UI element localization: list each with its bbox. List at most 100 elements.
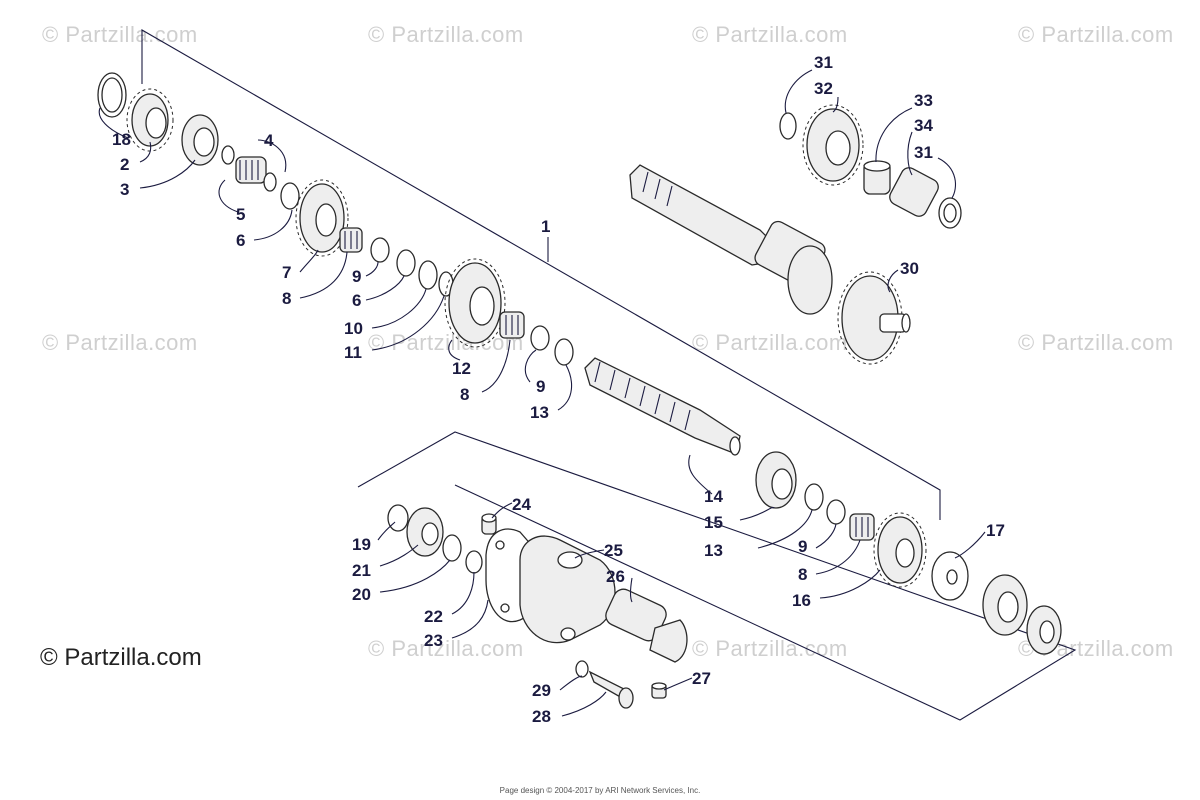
callout-13: 13 xyxy=(704,541,723,560)
callout-34: 34 xyxy=(914,116,933,135)
gear-7 xyxy=(295,179,349,257)
callout-32: 32 xyxy=(814,79,833,98)
callout-8: 8 xyxy=(282,289,291,308)
needle-bearing-8b xyxy=(499,311,525,339)
splined-washer-6 xyxy=(280,182,300,210)
callout-7: 7 xyxy=(282,263,291,282)
bolt-28 xyxy=(588,670,634,709)
callout-28: 28 xyxy=(532,707,551,726)
washer-4b xyxy=(263,172,277,192)
watermark: © Partzilla.com xyxy=(368,636,524,661)
housing-25 xyxy=(519,535,616,644)
splined-washer-6b xyxy=(396,249,416,277)
callout-19: 19 xyxy=(352,535,371,554)
gear-16 xyxy=(873,512,927,588)
needle-bearing-8a xyxy=(339,227,363,253)
ball-bearing xyxy=(982,574,1028,636)
callout-1: 1 xyxy=(541,217,550,236)
callout-10: 10 xyxy=(344,319,363,338)
callout-26: 26 xyxy=(606,567,625,586)
assembly-bracket-lower xyxy=(357,431,1077,721)
callout-13: 13 xyxy=(530,403,549,422)
spacer-9b xyxy=(530,325,550,351)
callout-31: 31 xyxy=(814,53,833,72)
sprocket-gear-2 xyxy=(126,88,174,152)
callout-6: 6 xyxy=(352,291,361,310)
partzilla-logo-text: © Partzilla.com xyxy=(40,644,202,671)
callout-9: 9 xyxy=(798,537,807,556)
callout-24: 24 xyxy=(512,495,531,514)
callout-31: 31 xyxy=(914,143,933,162)
leader-lines xyxy=(98,69,986,717)
watermark: © Partzilla.com xyxy=(368,330,524,355)
retaining-ring-19 xyxy=(387,504,409,532)
callout-4: 4 xyxy=(264,131,274,150)
assembly-bracket-main xyxy=(141,29,941,520)
callout-18: 18 xyxy=(112,130,131,149)
dowel-pin-24 xyxy=(481,513,497,535)
bushing-33 xyxy=(863,160,891,195)
callout-11: 11 xyxy=(344,343,362,362)
gear-32 xyxy=(802,104,864,186)
washer-13a xyxy=(554,338,574,366)
callout-12: 12 xyxy=(452,359,471,378)
callout-29: 29 xyxy=(532,681,551,700)
callout-9: 9 xyxy=(536,377,545,396)
callout-30: 30 xyxy=(900,259,919,278)
o-ring-22 xyxy=(465,550,483,574)
shift-hub-15 xyxy=(755,451,797,509)
callout-33: 33 xyxy=(914,91,933,110)
callout-14: 14 xyxy=(704,487,723,506)
watermark: © Partzilla.com xyxy=(42,330,198,355)
callout-23: 23 xyxy=(424,631,443,650)
washer-29 xyxy=(575,660,589,678)
gear-12 xyxy=(444,258,506,348)
washer-13b xyxy=(804,483,824,511)
footer-copyright: Page design © 2004-2017 by ARI Network S… xyxy=(499,786,701,795)
callout-8: 8 xyxy=(460,385,469,404)
shift-hub-3 xyxy=(181,114,219,166)
watermark: © Partzilla.com xyxy=(1018,22,1174,47)
watermark: © Partzilla.com xyxy=(368,22,524,47)
watermark: © Partzilla.com xyxy=(692,22,848,47)
washer-20 xyxy=(442,534,462,562)
sleeve-34 xyxy=(889,167,939,217)
spacer-9c xyxy=(826,499,846,525)
callout-9: 9 xyxy=(352,267,361,286)
callout-numbers: 1 18 2 3 4 5 6 7 8 9 6 10 11 12 8 9 13 1… xyxy=(112,53,1005,726)
callout-16: 16 xyxy=(792,591,811,610)
callout-25: 25 xyxy=(604,541,623,560)
callout-5: 5 xyxy=(236,205,245,224)
callout-21: 21 xyxy=(352,561,371,580)
washer-31b-inner xyxy=(943,203,957,223)
watermark: © Partzilla.com xyxy=(42,22,198,47)
main-shaft-14 xyxy=(584,357,741,456)
screw-27 xyxy=(651,682,667,699)
ball-bearing-small xyxy=(1026,605,1062,655)
callout-17: 17 xyxy=(986,521,1005,540)
callout-27: 27 xyxy=(692,669,711,688)
needle-bearing-5 xyxy=(235,156,267,184)
washer-31a xyxy=(779,112,797,140)
callout-20: 20 xyxy=(352,585,371,604)
callout-3: 3 xyxy=(120,180,129,199)
watermark: © Partzilla.com xyxy=(1018,330,1174,355)
shift-collar-21 xyxy=(406,507,444,557)
needle-bearing-8c xyxy=(849,513,875,541)
shift-lever-26 xyxy=(605,588,688,663)
callout-15: 15 xyxy=(704,513,723,532)
washer-4 xyxy=(221,145,235,165)
snap-ring-18-inner xyxy=(101,77,123,113)
watermark: © Partzilla.com xyxy=(692,636,848,661)
callout-2: 2 xyxy=(120,155,129,174)
washer-10 xyxy=(418,260,438,290)
callout-22: 22 xyxy=(424,607,443,626)
thrust-washer-17-inner xyxy=(946,569,958,585)
callout-8: 8 xyxy=(798,565,807,584)
countershaft-30 xyxy=(629,164,911,365)
watermark: © Partzilla.com xyxy=(692,330,848,355)
callout-6: 6 xyxy=(236,231,245,250)
spacer-9a xyxy=(370,237,390,263)
